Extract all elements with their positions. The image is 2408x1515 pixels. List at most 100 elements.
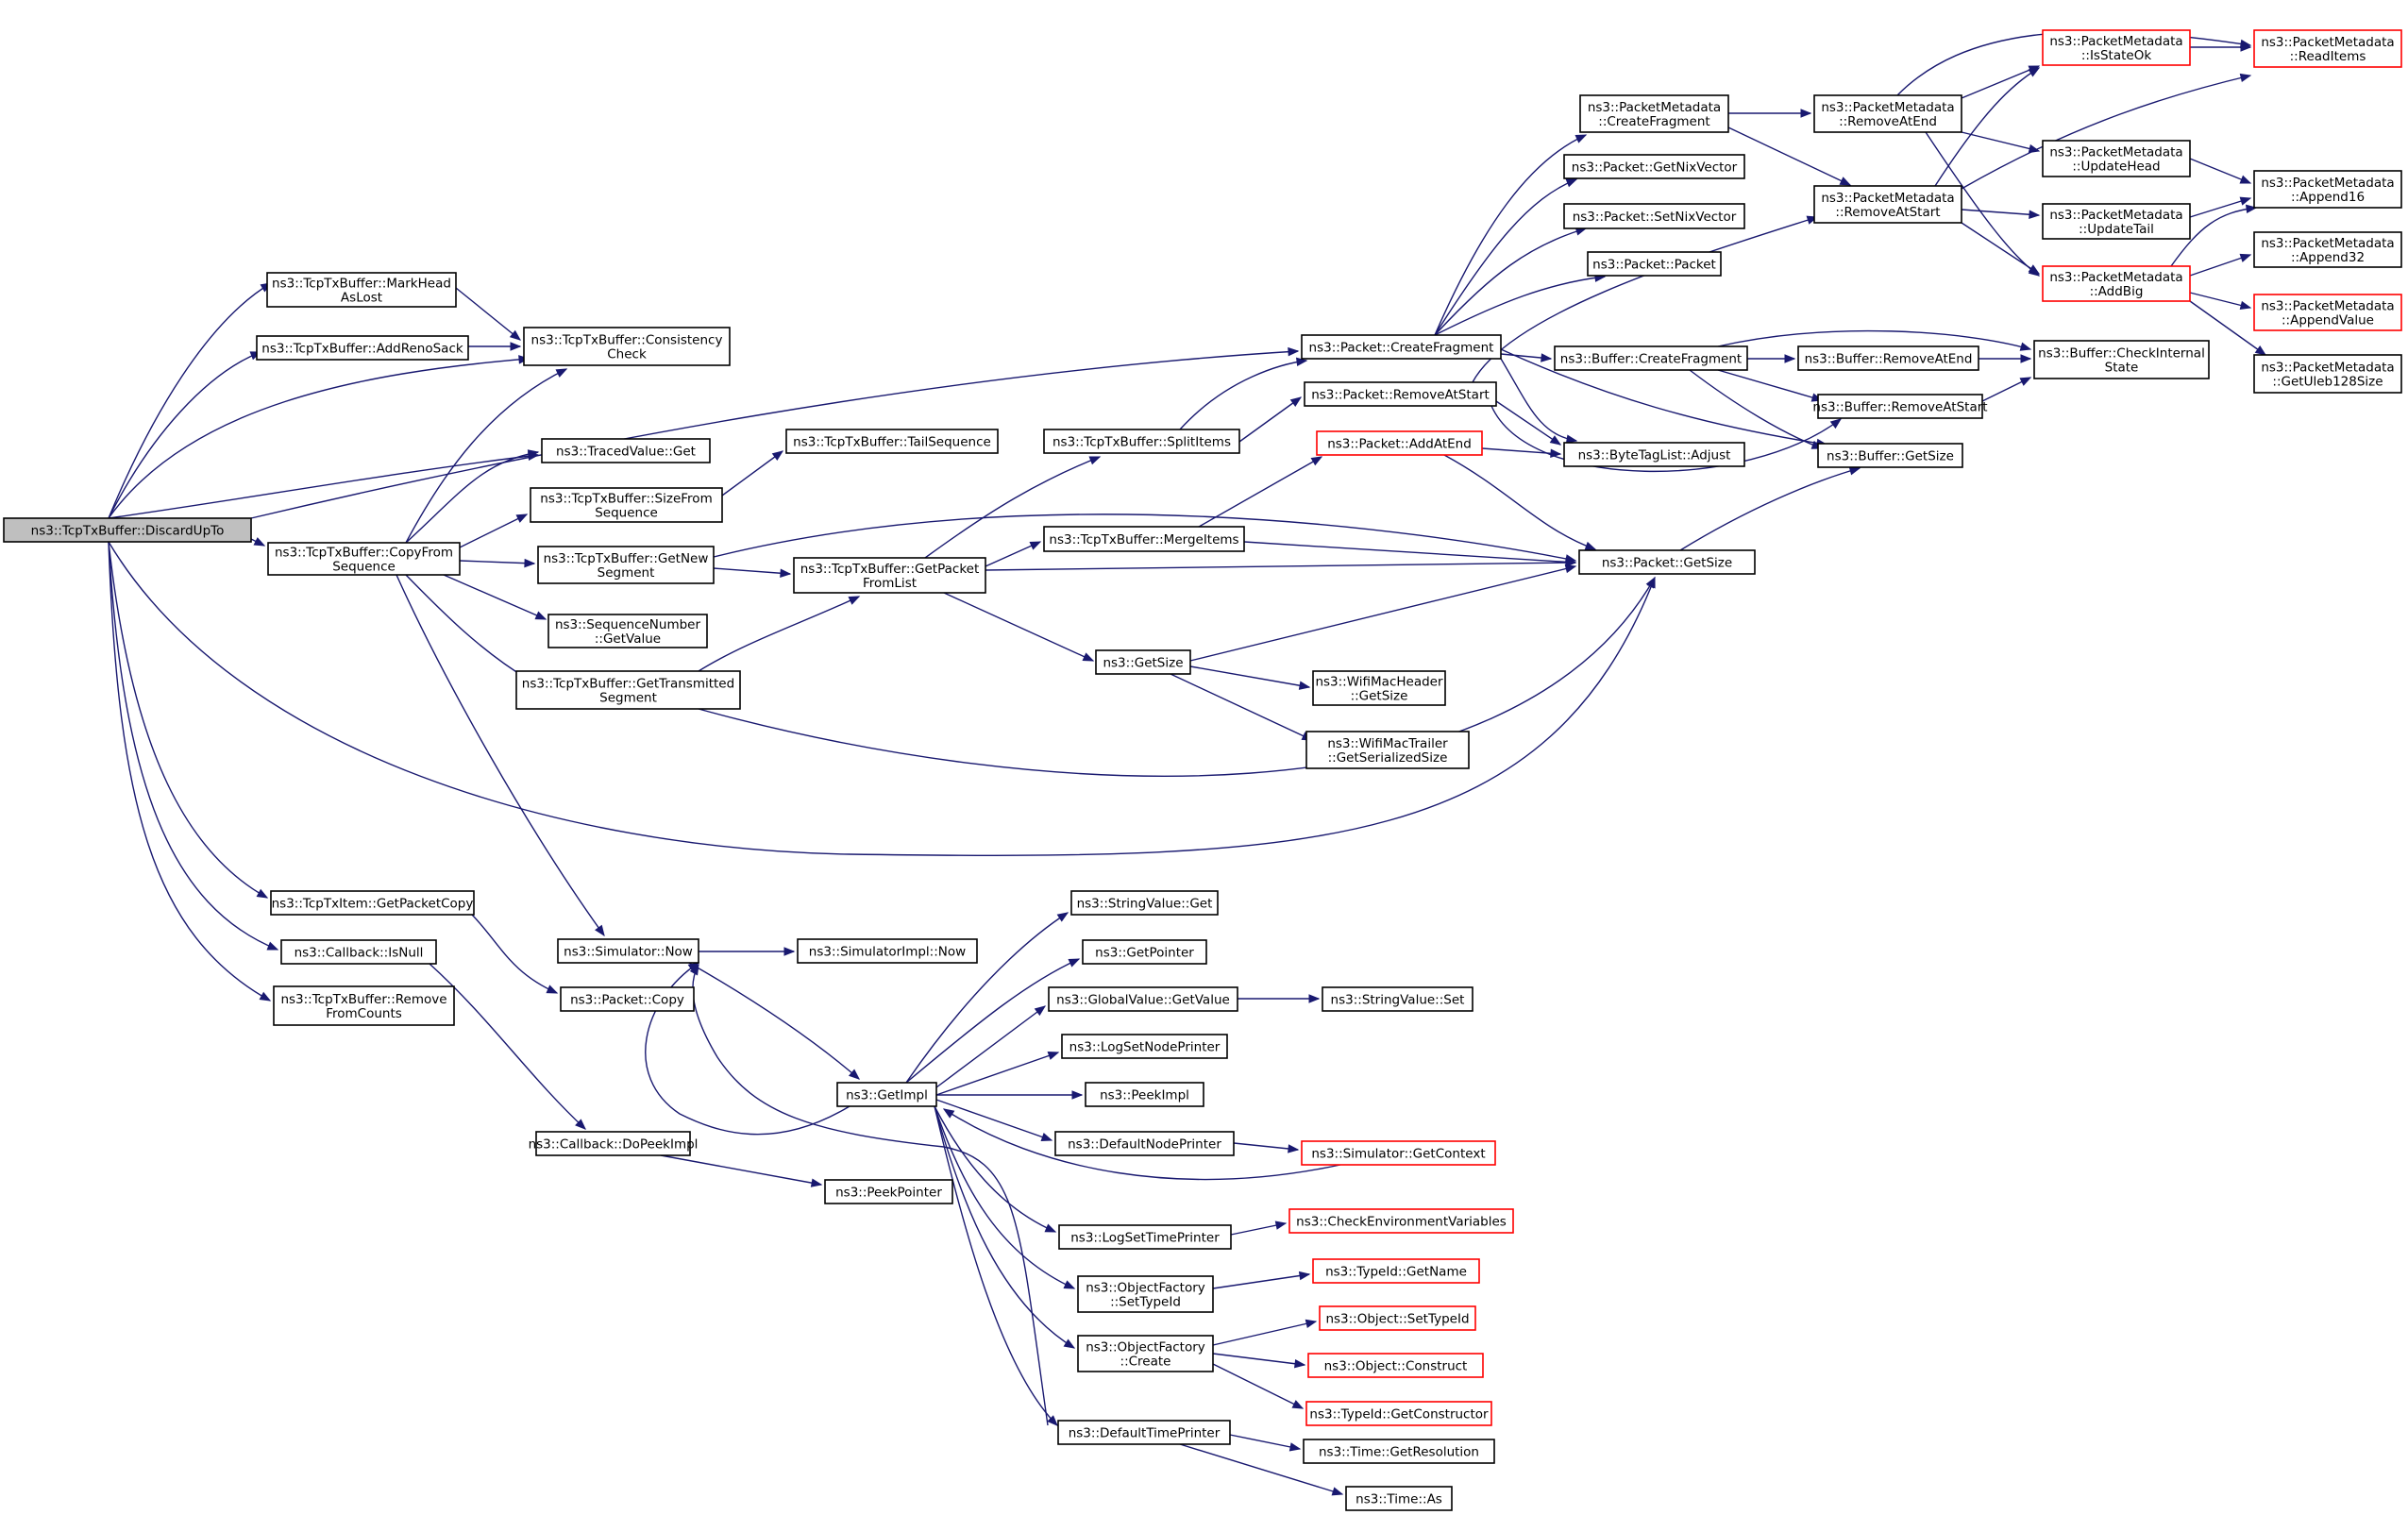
- node-splititems[interactable]: ns3::TcpTxBuffer::SplitItems: [1043, 429, 1240, 454]
- node-peekpointer[interactable]: ns3::PeekPointer: [824, 1179, 953, 1204]
- edge-mergeitems-to-pktgetsize: [1243, 541, 1577, 567]
- node-box: [535, 1131, 691, 1156]
- node-callbackisnull[interactable]: ns3::Callback::IsNull: [280, 939, 437, 965]
- node-box: [266, 272, 457, 308]
- node-getpointer[interactable]: ns3::GetPointer: [1082, 939, 1207, 965]
- node-typegetname[interactable]: ns3::TypeId::GetName: [1312, 1258, 1480, 1284]
- node-logsetnode[interactable]: ns3::LogSetNodePrinter: [1061, 1034, 1228, 1059]
- node-tracedget[interactable]: ns3::TracedValue::Get: [541, 438, 711, 463]
- node-discard[interactable]: ns3::TcpTxBuffer::DiscardUpTo: [3, 517, 252, 543]
- node-checkenv[interactable]: ns3::CheckEnvironmentVariables: [1288, 1208, 1514, 1234]
- node-dopeek[interactable]: ns3::Callback::DoPeekImpl: [529, 1131, 699, 1156]
- node-label: ns3::Simulator::GetContext: [1311, 1147, 1485, 1162]
- node-readitems[interactable]: ns3::PacketMetadata::ReadItems: [2253, 29, 2402, 68]
- node-box: [3, 517, 252, 543]
- node-updatetail[interactable]: ns3::PacketMetadata::UpdateTail: [2042, 203, 2191, 240]
- node-box: [1082, 939, 1207, 965]
- node-addbig[interactable]: ns3::PacketMetadata::AddBig: [2042, 265, 2191, 302]
- edge-simnow-to-simimplnow: [699, 947, 796, 956]
- node-txitemcopy[interactable]: ns3::TcpTxItem::GetPacketCopy: [270, 890, 475, 916]
- node-label: ::ReadItems: [2290, 49, 2366, 64]
- node-objconstruct[interactable]: ns3::Object::Construct: [1307, 1353, 1484, 1378]
- node-pktcreatefrag[interactable]: ns3::Packet::CreateFragment: [1301, 334, 1502, 360]
- node-strset[interactable]: ns3::StringValue::Set: [1322, 986, 1473, 1012]
- node-label: ns3::PacketMetadata: [2261, 361, 2394, 376]
- edge-pktcreatefrag-to-getnix: [1434, 178, 1578, 336]
- node-bufremovestart[interactable]: ns3::Buffer::RemoveAtStart: [1812, 394, 1988, 419]
- node-appendvalue[interactable]: ns3::PacketMetadata::AppendValue: [2253, 294, 2402, 331]
- node-box: [1085, 1082, 1204, 1107]
- node-label: ns3::TcpTxBuffer::DiscardUpTo: [31, 524, 225, 539]
- node-append16[interactable]: ns3::PacketMetadata::Append16: [2253, 170, 2402, 209]
- node-pktpacket[interactable]: ns3::Packet::Packet: [1587, 251, 1722, 277]
- edge-pmremovestart-to-addbig: [1961, 222, 2041, 275]
- node-addreno[interactable]: ns3::TcpTxBuffer::AddRenoSack: [256, 335, 469, 361]
- node-box: [1817, 443, 1963, 468]
- node-ofcreate[interactable]: ns3::ObjectFactory::Create: [1077, 1335, 1214, 1372]
- edge-callbackisnull-to-dopeek: [429, 963, 586, 1130]
- edge-pktremovestart-to-bufremovestart: [1490, 405, 1843, 472]
- edge-updatehead-to-append16: [2189, 158, 2252, 184]
- node-logsettime[interactable]: ns3::LogSetTimePrinter: [1058, 1224, 1232, 1250]
- node-box: [2033, 340, 2210, 379]
- node-strget[interactable]: ns3::StringValue::Get: [1070, 890, 1219, 916]
- node-isstateok[interactable]: ns3::PacketMetadata::IsStateOk: [2042, 29, 2191, 66]
- node-updatehead[interactable]: ns3::PacketMetadata::UpdateHead: [2042, 140, 2191, 177]
- node-bytetag[interactable]: ns3::ByteTagList::Adjust: [1563, 442, 1745, 467]
- node-typegetctor[interactable]: ns3::TypeId::GetConstructor: [1305, 1401, 1492, 1426]
- node-setnix[interactable]: ns3::Packet::SetNixVector: [1563, 203, 1745, 229]
- node-getsize[interactable]: ns3::GetSize: [1095, 649, 1191, 675]
- node-box: [2253, 29, 2402, 68]
- node-defnode[interactable]: ns3::DefaultNodePrinter: [1054, 1131, 1235, 1156]
- node-simimplnow[interactable]: ns3::SimulatorImpl::Now: [797, 938, 978, 964]
- node-simctx[interactable]: ns3::Simulator::GetContext: [1301, 1140, 1496, 1166]
- node-pmremovestart[interactable]: ns3::PacketMetadata::RemoveAtStart: [1813, 185, 1962, 224]
- node-bufcreatefrag[interactable]: ns3::Buffer::CreateFragment: [1554, 345, 1748, 371]
- node-peekimpl[interactable]: ns3::PeekImpl: [1085, 1082, 1204, 1107]
- edge-pmremovestart-to-updatetail: [1961, 209, 2041, 219]
- node-box: [1345, 1486, 1453, 1511]
- node-getuleb[interactable]: ns3::PacketMetadata::GetUleb128Size: [2253, 354, 2402, 394]
- node-seqnum[interactable]: ns3::SequenceNumber::GetValue: [547, 614, 708, 648]
- node-timeas[interactable]: ns3::Time::As: [1345, 1486, 1453, 1511]
- node-bufremoveend[interactable]: ns3::Buffer::RemoveAtEnd: [1797, 345, 1979, 371]
- node-label: ns3::Object::SetTypeId: [1325, 1312, 1469, 1327]
- node-pktremovestart[interactable]: ns3::Packet::RemoveAtStart: [1304, 381, 1497, 407]
- node-box: [1070, 890, 1219, 916]
- edge-getimpl-to-ofsettype: [934, 1105, 1076, 1289]
- node-tailseq[interactable]: ns3::TcpTxBuffer::TailSequence: [785, 429, 999, 454]
- node-box: [537, 546, 715, 584]
- node-pktcopy[interactable]: ns3::Packet::Copy: [560, 986, 695, 1012]
- node-deftime[interactable]: ns3::DefaultTimePrinter: [1057, 1420, 1231, 1445]
- node-label: ns3::Time::GetResolution: [1319, 1445, 1479, 1460]
- node-pktgetsize[interactable]: ns3::Packet::GetSize: [1578, 549, 1756, 575]
- node-objsettype[interactable]: ns3::Object::SetTypeId: [1319, 1305, 1476, 1331]
- node-mergeitems[interactable]: ns3::TcpTxBuffer::MergeItems: [1043, 526, 1245, 552]
- node-label: ns3::TcpTxBuffer::TailSequence: [793, 435, 991, 450]
- node-pmcreatefrag[interactable]: ns3::PacketMetadata::CreateFragment: [1579, 94, 1729, 133]
- node-globalget[interactable]: ns3::GlobalValue::GetValue: [1048, 986, 1238, 1012]
- edge-dopeek-to-peekpointer: [660, 1154, 823, 1187]
- edge-pmcreatefrag-to-pmremoveend: [1728, 109, 1812, 118]
- node-getimpl[interactable]: ns3::GetImpl: [836, 1082, 937, 1107]
- node-pmremoveend[interactable]: ns3::PacketMetadata::RemoveAtEnd: [1813, 94, 1962, 133]
- node-timeres[interactable]: ns3::Time::GetResolution: [1303, 1439, 1495, 1464]
- node-wifitrailer[interactable]: ns3::WifiMacTrailer::GetSerializedSize: [1305, 731, 1470, 769]
- node-bufgetsize[interactable]: ns3::Buffer::GetSize: [1817, 443, 1963, 468]
- node-getnix[interactable]: ns3::Packet::GetNixVector: [1563, 154, 1745, 179]
- node-label: ns3::Object::Construct: [1324, 1359, 1468, 1374]
- node-ofsettype[interactable]: ns3::ObjectFactory::SetTypeId: [1077, 1275, 1214, 1313]
- node-wifiheader[interactable]: ns3::WifiMacHeader::GetSize: [1312, 670, 1446, 706]
- node-simnow[interactable]: ns3::Simulator::Now: [557, 938, 699, 964]
- node-pktaddatend[interactable]: ns3::Packet::AddAtEnd: [1316, 430, 1483, 456]
- node-append32[interactable]: ns3::PacketMetadata::Append32: [2253, 231, 2402, 268]
